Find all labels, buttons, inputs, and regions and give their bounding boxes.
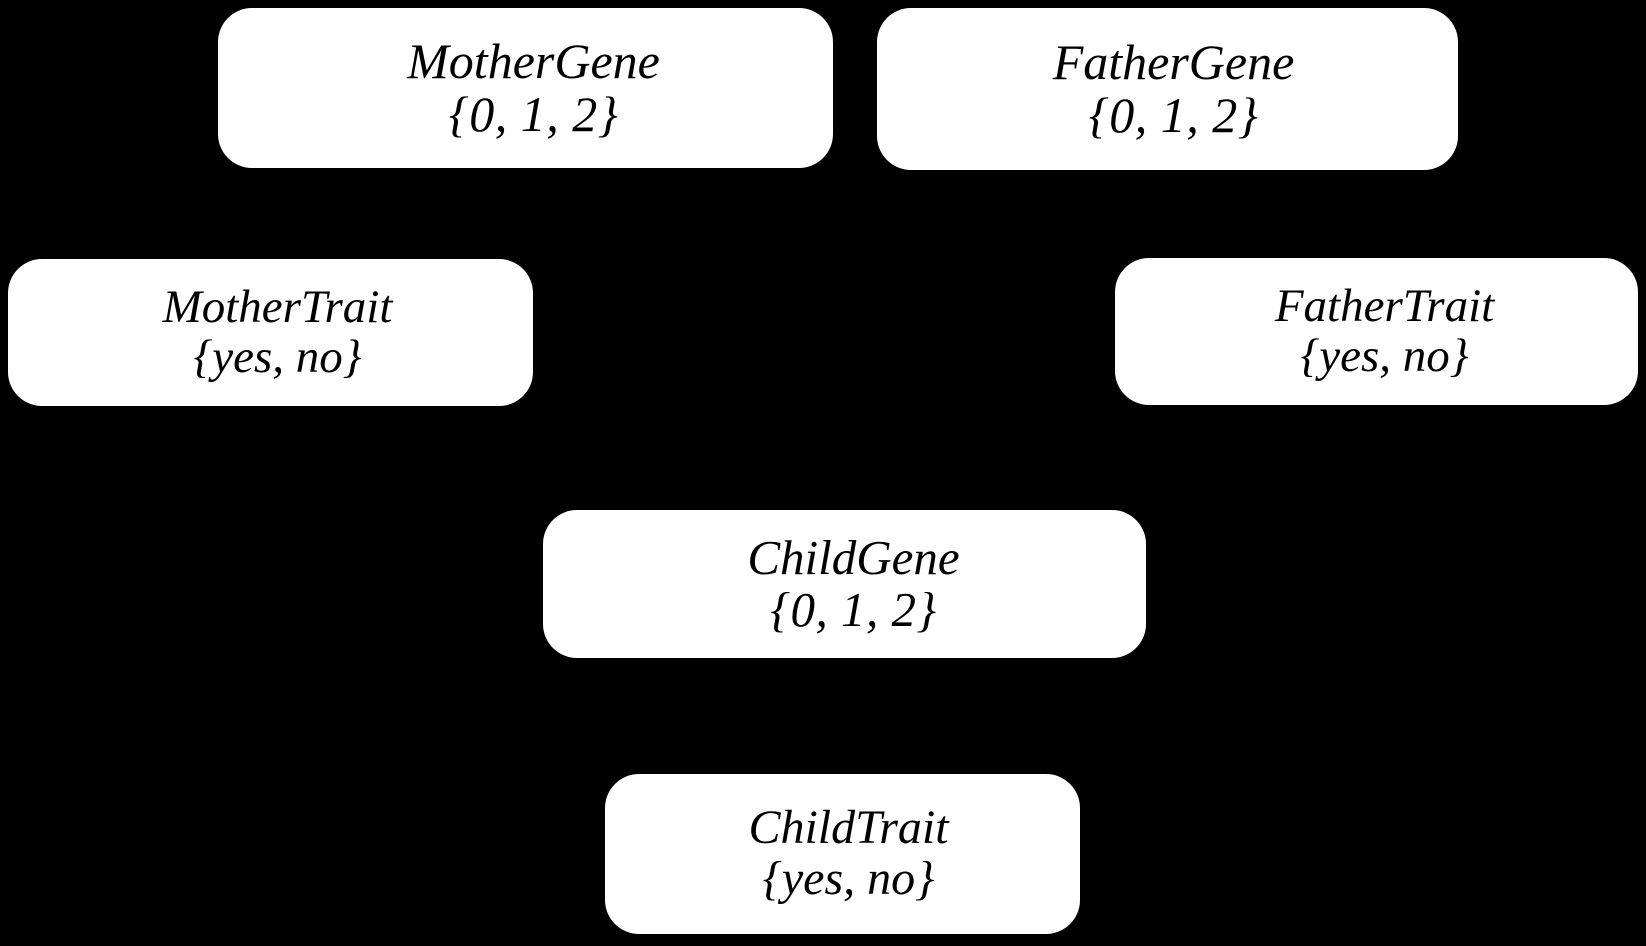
node-father-gene-domain: {0, 1, 2} <box>1088 87 1259 143</box>
node-father-trait-label: FatherTrait <box>1274 279 1495 332</box>
node-mother-trait[interactable]: MotherTrait {yes, no} <box>8 259 533 406</box>
node-father-trait[interactable]: FatherTrait {yes, no} <box>1115 258 1638 405</box>
node-child-gene-label: ChildGene <box>747 530 960 586</box>
node-child-gene-domain: {0, 1, 2} <box>770 582 937 637</box>
node-father-gene[interactable]: FatherGene {0, 1, 2} <box>877 8 1458 170</box>
node-father-trait-domain: {yes, no} <box>1300 329 1469 382</box>
node-mother-gene-label: MotherGene <box>407 33 660 89</box>
node-father-gene-label: FatherGene <box>1052 34 1295 90</box>
node-child-gene[interactable]: ChildGene {0, 1, 2} <box>543 510 1146 658</box>
node-mother-gene-domain: {0, 1, 2} <box>448 86 619 142</box>
node-child-trait-domain: {yes, no} <box>762 852 935 905</box>
node-mother-trait-label: MotherTrait <box>162 280 393 333</box>
node-child-trait[interactable]: ChildTrait {yes, no} <box>605 774 1080 934</box>
node-mother-trait-domain: {yes, no} <box>193 330 362 383</box>
node-mother-gene[interactable]: MotherGene {0, 1, 2} <box>218 8 833 168</box>
node-child-trait-label: ChildTrait <box>748 801 949 855</box>
